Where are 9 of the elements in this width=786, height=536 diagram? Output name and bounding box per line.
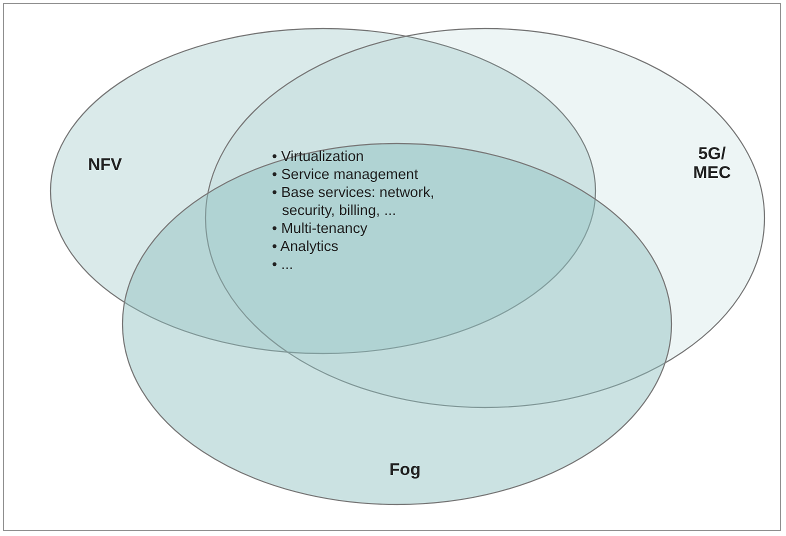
bullet-item: • Virtualization [272,148,365,166]
set-label: Fog [388,461,422,480]
bullet-item: • Multi-tenancy [272,220,368,238]
bullet-item: • Service management [272,166,420,184]
bullet-item: • Base services: network, security, billing, ... [272,184,436,220]
bullet-item: • Analytics [272,238,340,256]
set-label: NFV [87,156,123,175]
bullet-item: • ... [272,256,294,274]
set-label: 5G/ MEC [692,145,732,182]
